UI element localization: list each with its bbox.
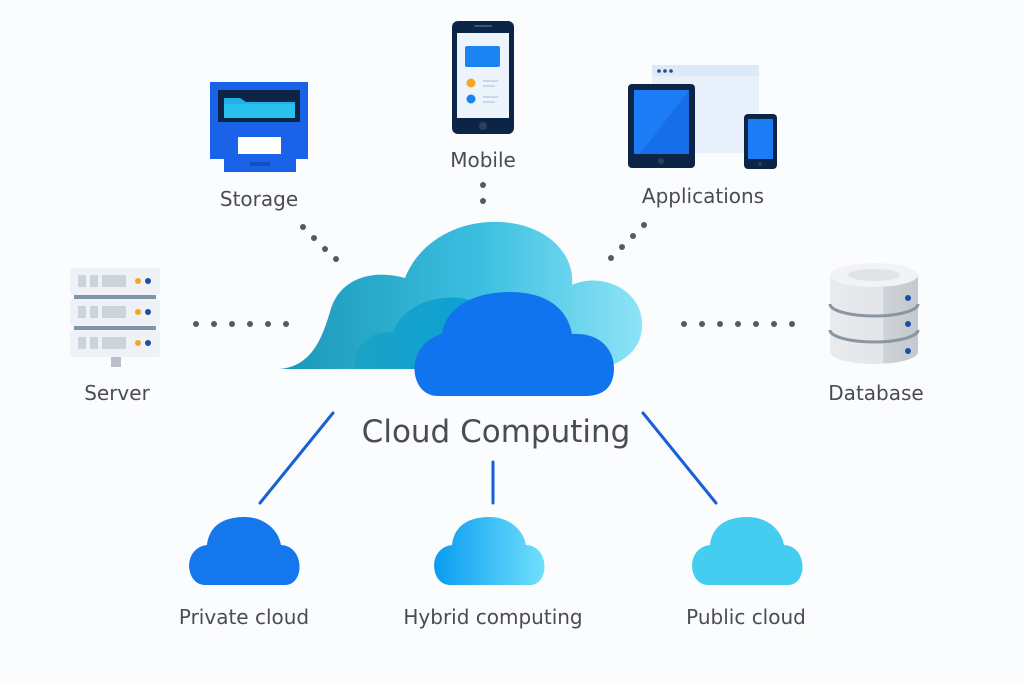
database-cylinder-icon <box>828 263 920 364</box>
server-label: Server <box>84 381 150 405</box>
hybrid-computing-label: Hybrid computing <box>403 605 583 629</box>
hybrid-cloud-icon <box>434 517 545 585</box>
database-label: Database <box>828 381 924 405</box>
dotted-connector-mobile <box>480 182 486 204</box>
public-cloud-label: Public cloud <box>686 605 806 629</box>
tablet-phone-apps-icon <box>628 65 777 169</box>
dotted-connector-database <box>681 321 795 327</box>
smartphone-icon <box>452 21 514 134</box>
central-cloud-icon <box>280 221 643 396</box>
server-rack-icon <box>70 268 160 367</box>
connector-public-cloud <box>641 411 718 505</box>
dotted-connector-applications <box>608 222 647 261</box>
diagram-title: Cloud Computing <box>361 414 631 450</box>
dotted-connector-storage <box>300 224 339 262</box>
storage-label: Storage <box>219 187 299 211</box>
private-cloud-label: Private cloud <box>178 605 310 629</box>
dotted-connector-server <box>193 321 289 327</box>
public-cloud-icon <box>692 517 803 585</box>
storage-drawer-icon <box>210 82 308 172</box>
applications-label: Applications <box>641 184 765 208</box>
mobile-label: Mobile <box>450 148 516 172</box>
private-cloud-icon <box>189 517 300 585</box>
connector-private-cloud <box>258 411 335 505</box>
